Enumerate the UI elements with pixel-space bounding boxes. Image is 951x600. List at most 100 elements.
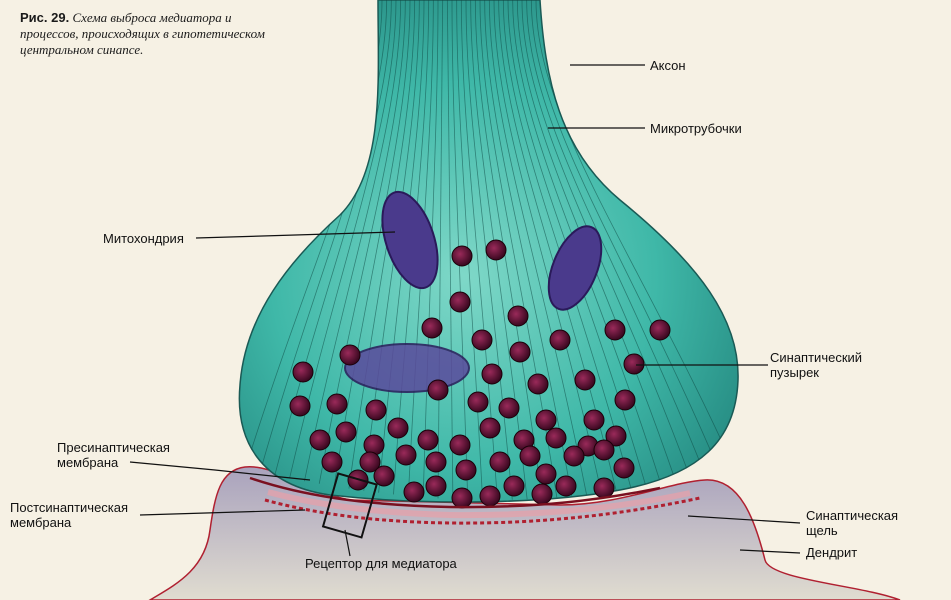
synaptic-vesicle (613, 457, 635, 479)
receptor-box (321, 472, 378, 539)
microtubule-fibers (244, 0, 736, 500)
microtubule-fiber (474, 0, 543, 499)
label-microtubules: Микротрубочки (650, 121, 742, 136)
synaptic-vesicle (455, 459, 477, 481)
leader-receptor (344, 529, 351, 557)
microtubule-fiber (484, 0, 573, 497)
leader-postsynaptic (139, 509, 306, 516)
mitochondrion-left (381, 190, 439, 290)
label-synaptic-vesicle-line1: Синаптический (770, 350, 863, 365)
synaptic-vesicle (427, 379, 449, 401)
synaptic-vesicle (498, 397, 520, 419)
microtubule-fiber (488, 0, 587, 495)
label-synaptic-vesicle: Синаптический пузырек (770, 350, 862, 380)
label-receptor: Рецептор для медиатора (305, 556, 457, 571)
mitochondrion-right (547, 225, 603, 311)
synaptic-vesicle (549, 329, 571, 351)
microtubule-fiber (274, 0, 392, 476)
microtubule-fiber (479, 0, 558, 498)
leader-lines (129, 64, 801, 557)
presynaptic-membrane (249, 476, 661, 509)
label-presynaptic-membrane: Пресинаптическая мембрана (57, 440, 170, 470)
mitochondrion-center (344, 343, 470, 393)
microtubule-fiber (304, 0, 402, 482)
microtubule-fiber (407, 0, 434, 497)
synaptic-vesicle (614, 389, 636, 411)
microtubule-fiber (498, 0, 617, 491)
synaptic-cleft (267, 489, 691, 519)
synaptic-vesicle (387, 417, 409, 439)
label-axon: Аксон (650, 58, 686, 73)
synaptic-vesicle (451, 487, 473, 509)
label-presynaptic-line1: Пресинаптическая (57, 440, 170, 455)
microtubule-fiber (535, 0, 736, 471)
synaptic-vesicle (289, 395, 311, 417)
synaptic-vesicle (489, 451, 511, 473)
microtubule-fiber (526, 0, 706, 476)
synaptic-vesicle (479, 417, 501, 439)
label-mitochondria: Митохондрия (103, 231, 184, 246)
synaptic-vesicle (593, 439, 615, 461)
microtubule-fiber (502, 0, 632, 489)
synaptic-vesicle (359, 451, 381, 473)
figure-number: Рис. 29. (20, 10, 70, 25)
synaptic-vesicle (467, 391, 489, 413)
label-synaptic-cleft-line1: Синаптическая (806, 508, 899, 523)
leader-dendrite (739, 549, 801, 554)
leader-presynaptic (129, 461, 311, 481)
label-postsynaptic-membrane: Постсинаптическая мембрана (10, 500, 128, 530)
synaptic-vesicle (555, 475, 577, 497)
synaptic-vesicle (479, 485, 501, 507)
synaptic-vesicle (593, 477, 615, 499)
synaptic-vesicle (395, 444, 417, 466)
synaptic-vesicle (519, 445, 541, 467)
microtubule-fiber (451, 0, 469, 500)
label-synaptic-cleft-line2: щель (806, 523, 838, 538)
leader-mitochondria (195, 231, 396, 239)
synaptic-vesicle (574, 369, 596, 391)
synaptic-vesicle (471, 329, 493, 351)
label-postsynaptic-line2: мембрана (10, 515, 72, 530)
synaptic-vesicle (326, 393, 348, 415)
synaptic-vesicle (309, 429, 331, 451)
leader-cleft (687, 515, 801, 524)
microtubule-fiber (521, 0, 691, 479)
synaptic-vesicle (535, 409, 557, 431)
synaptic-vesicle (527, 373, 549, 395)
synaptic-vesicle (605, 425, 627, 447)
synaptic-vesicle (509, 341, 531, 363)
synaptic-vesicle (531, 483, 553, 505)
label-postsynaptic-line1: Постсинаптическая (10, 500, 129, 515)
synaptic-vesicle (583, 409, 605, 431)
label-synaptic-cleft: Синаптическая щель (806, 508, 898, 538)
synaptic-vesicle (604, 319, 626, 341)
figure-caption-text: Схема выброса медиатора и процессов, про… (20, 10, 265, 57)
microtubule-fiber (422, 0, 439, 498)
microtubule-fiber (460, 0, 498, 500)
synaptic-vesicle (365, 399, 387, 421)
dendrite-body (148, 466, 901, 600)
postsynaptic-membrane (264, 496, 701, 525)
microtubule-fiber (516, 0, 676, 482)
synaptic-vesicle (335, 421, 357, 443)
synaptic-vesicle (481, 363, 503, 385)
synaptic-vesicle (449, 434, 471, 456)
microtubule-fiber (318, 0, 406, 484)
synaptic-vesicle (507, 305, 529, 327)
synaptic-vesicle (563, 445, 585, 467)
synaptic-vesicle (417, 429, 439, 451)
label-dendrite: Дендрит (806, 545, 858, 560)
microtubule-fiber (393, 0, 430, 495)
microtubule-fiber (530, 0, 721, 474)
synaptic-vesicle (485, 239, 507, 261)
synaptic-vesicles (289, 239, 671, 509)
figure-caption: Рис. 29. Схема выброса медиатора и проце… (20, 10, 270, 58)
synaptic-vesicle (403, 481, 425, 503)
microtubule-fiber (289, 0, 397, 479)
synaptic-vesicle (449, 291, 471, 313)
synaptic-vesicle (421, 317, 443, 339)
synaptic-vesicle (425, 451, 447, 473)
synaptic-vesicle (339, 344, 361, 366)
synaptic-vesicle (451, 245, 473, 267)
